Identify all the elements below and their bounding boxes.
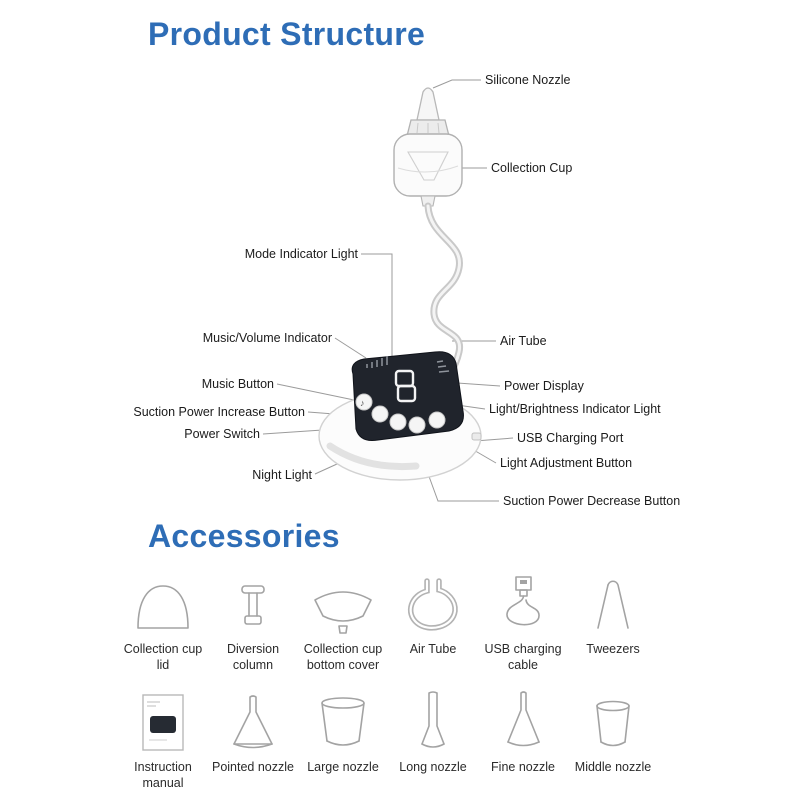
accessory-label: Instruction manual: [134, 760, 192, 790]
suction-power-decrease-button[interactable]: [408, 416, 426, 434]
accessory-pointed-nozzle: Pointed nozzle: [208, 690, 298, 791]
air-tube-icon: [397, 572, 469, 634]
label-music-volume-indicator: Music/Volume Indicator: [202, 331, 332, 345]
product-structure-heading: Product Structure: [148, 16, 426, 52]
label-usb-charging-port: USB Charging Port: [517, 431, 624, 445]
accessory-fine-nozzle: Fine nozzle: [478, 690, 568, 791]
label-light-brightness-indicator-light: Light/Brightness Indicator Light: [489, 402, 661, 416]
light-adjustment-button[interactable]: [428, 411, 446, 429]
accessory-label: Collection cup bottom cover: [303, 642, 383, 672]
usb-charging-cable-icon: [487, 572, 559, 634]
middle-nozzle-icon: [577, 690, 649, 752]
accessory-label: USB charging cable: [484, 642, 562, 672]
accessory-label: Pointed nozzle: [211, 760, 294, 774]
large-nozzle-icon: [307, 690, 379, 752]
label-suction-power-decrease-button: Suction Power Decrease Button: [503, 494, 681, 508]
accessory-label: Diversion column: [226, 642, 280, 672]
label-power-display: Power Display: [504, 379, 584, 393]
label-power-switch: Power Switch: [184, 427, 260, 441]
label-collection-cup: Collection Cup: [491, 161, 573, 175]
usb-port: [471, 432, 482, 441]
accessory-label: Middle nozzle: [574, 760, 652, 774]
accessory-middle-nozzle: Middle nozzle: [568, 690, 658, 791]
diversion-column-icon: [217, 572, 289, 634]
pointed-nozzle-icon: [217, 690, 289, 752]
accessory-label: Long nozzle: [399, 760, 467, 774]
accessory-large-nozzle: Large nozzle: [298, 690, 388, 791]
label-night-light: Night Light: [252, 468, 312, 482]
accessory-usb-charging-cable: USB charging cable: [478, 572, 568, 673]
accessory-collection-cup-lid: Collection cup lid: [118, 572, 208, 673]
accessory-air-tube: Air Tube: [388, 572, 478, 673]
long-nozzle-icon: [397, 690, 469, 752]
accessories-row-1: Collection cup lid Diversion column Coll…: [118, 572, 658, 673]
collection-cup-illustration: [393, 133, 463, 207]
label-air-tube: Air Tube: [500, 334, 547, 348]
collection-cup-bottom-cover-icon: [306, 572, 380, 634]
accessory-tweezers: Tweezers: [568, 572, 658, 673]
instruction-manual-icon: [127, 690, 199, 752]
label-light-adjustment-button: Light Adjustment Button: [500, 456, 633, 470]
label-suction-power-increase-button: Suction Power Increase Button: [133, 405, 305, 419]
accessory-instruction-manual: Instruction manual: [118, 690, 208, 791]
collection-cup-lid-icon: [127, 572, 199, 634]
accessory-diversion-column: Diversion column: [208, 572, 298, 673]
accessory-collection-cup-bottom-cover: Collection cup bottom cover: [298, 572, 388, 673]
accessory-label: Collection cup lid: [123, 642, 203, 672]
brightness-indicator-ticks: [436, 360, 450, 373]
accessory-long-nozzle: Long nozzle: [388, 690, 478, 791]
accessories-row-2: Instruction manual Pointed nozzle Large …: [118, 690, 658, 791]
power-display-digit: [394, 369, 417, 403]
label-mode-indicator-light: Mode Indicator Light: [244, 247, 358, 261]
air-tube-illustration: [424, 202, 464, 384]
label-silicone-nozzle: Silicone Nozzle: [485, 73, 571, 87]
suction-power-increase-button[interactable]: [371, 405, 389, 423]
label-music-button: Music Button: [201, 377, 274, 391]
night-light-strip: [326, 442, 420, 471]
accessory-label: Tweezers: [586, 642, 640, 656]
music-volume-indicator-ticks: [366, 356, 388, 368]
accessory-label: Fine nozzle: [491, 760, 555, 774]
power-switch-button[interactable]: [389, 413, 407, 431]
music-button[interactable]: [355, 393, 373, 411]
control-panel-illustration: ♪: [351, 351, 464, 441]
tweezers-icon: [577, 572, 649, 634]
music-note-icon: ♪: [360, 398, 365, 408]
accessory-label: Large nozzle: [307, 760, 379, 774]
accessories-heading: Accessories: [148, 518, 340, 554]
accessory-label: Air Tube: [409, 642, 457, 656]
silicone-nozzle-illustration: [406, 87, 450, 137]
fine-nozzle-icon: [487, 690, 559, 752]
